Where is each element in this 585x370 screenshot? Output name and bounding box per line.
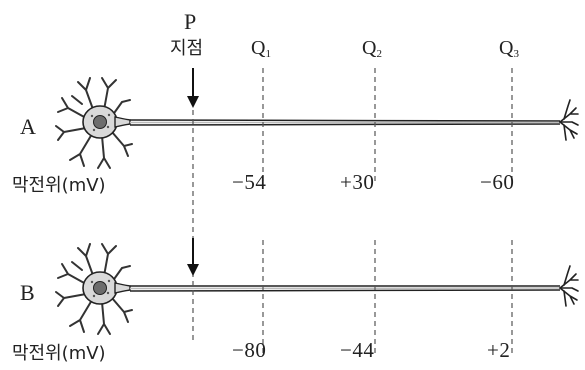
q2-label: Q2 <box>362 38 382 60</box>
neuron-a-axon <box>130 120 560 125</box>
neuron-b-axon-terminal <box>560 266 578 306</box>
neuron-b-potential-label: 막전위(mV) <box>12 345 106 363</box>
neuron-b-name: B <box>20 282 35 304</box>
point-p-letter: P <box>184 11 196 33</box>
neuron-a-value-q1: −54 <box>232 172 266 193</box>
neuron-a-name: A <box>20 116 36 138</box>
point-p-text: 지점 <box>170 40 203 58</box>
neuron-a-cell-body <box>56 78 132 168</box>
neuron-a-potential-label: 막전위(mV) <box>12 177 106 195</box>
neuron-b-axon <box>130 286 560 291</box>
stimulus-arrow-b <box>187 238 199 276</box>
q3-label: Q3 <box>499 38 519 60</box>
neuron-b-value-q3: +2 <box>487 340 510 361</box>
neuron-b-value-q1: −80 <box>232 340 266 361</box>
neuron-b-value-q2: −44 <box>340 340 374 361</box>
q1-label: Q1 <box>251 38 271 60</box>
neuron-a-value-q3: −60 <box>480 172 514 193</box>
stimulus-arrow-a <box>187 68 199 108</box>
neuron-a-axon-terminal <box>560 100 578 140</box>
neuron-a-value-q2: +30 <box>340 172 374 193</box>
neuron-b-cell-body <box>56 244 132 334</box>
